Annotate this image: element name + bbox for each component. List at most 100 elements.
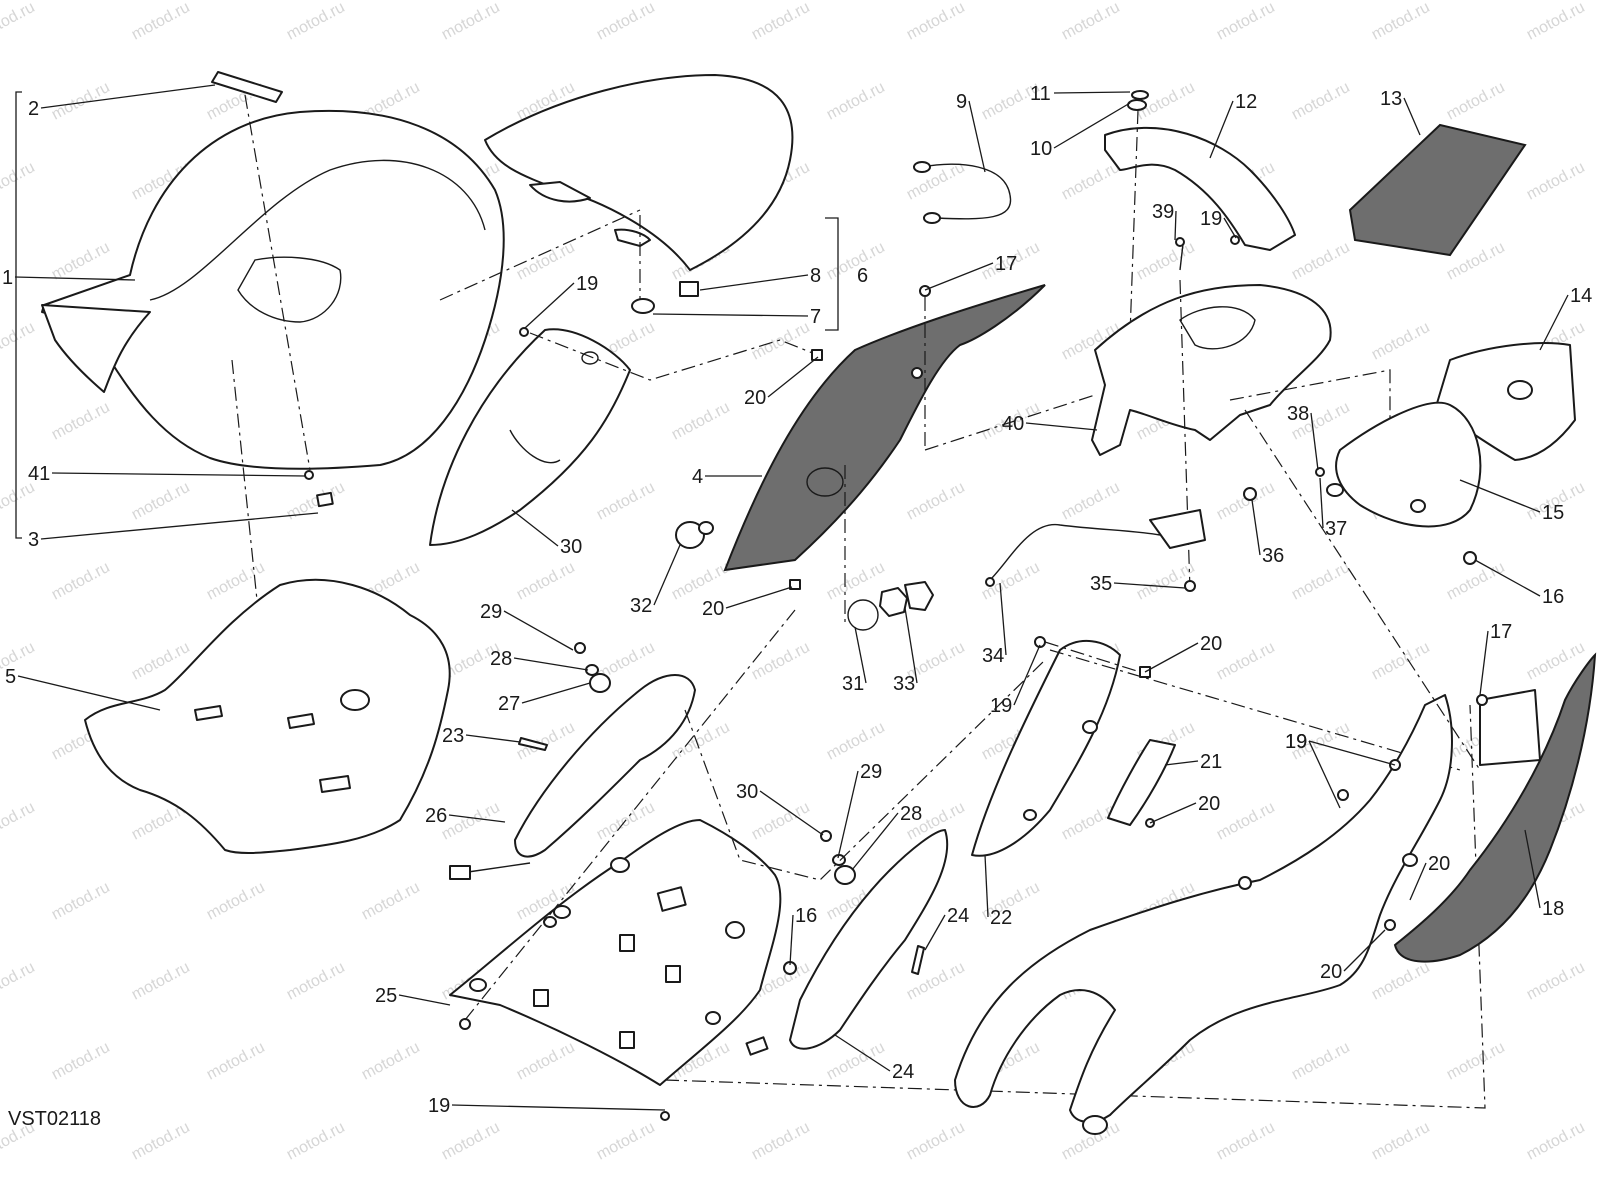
callout-leader-line: [513, 657, 589, 671]
callout-leader-line: [1319, 477, 1324, 529]
watermark-text: motod.ru: [1369, 1119, 1433, 1164]
callout-number: 34: [982, 645, 1004, 667]
callout-leader-line: [1013, 644, 1041, 706]
callout-number: 7: [810, 306, 821, 328]
watermark-text: motod.ru: [1214, 639, 1278, 684]
watermark-text: motod.ru: [824, 719, 888, 764]
callout-leader-line: [1144, 642, 1199, 673]
callout-leader-line: [521, 682, 591, 704]
callout-number: 19: [576, 273, 598, 295]
callout-leader-line: [503, 610, 574, 651]
part-grab-handle: [1104, 90, 1296, 336]
callout-number: 29: [480, 601, 502, 623]
callout-number: 16: [795, 905, 817, 927]
callout-leader-line: [1209, 100, 1234, 159]
watermark-text: motod.ru: [1369, 0, 1433, 44]
callout-leader-line: [924, 262, 994, 291]
watermark-text: motod.ru: [204, 879, 268, 924]
watermark-text: motod.ru: [1444, 559, 1508, 604]
callout-leader-line: [1403, 97, 1421, 136]
part-rider-seat: [15, 71, 505, 726]
callout-leader-line: [837, 770, 859, 859]
watermark-text: motod.ru: [514, 1039, 578, 1084]
watermark-text: motod.ru: [1524, 959, 1588, 1004]
watermark-text: motod.ru: [1289, 1039, 1353, 1084]
callout-leader-line: [1524, 829, 1541, 909]
watermark-text: motod.ru: [1059, 479, 1123, 524]
watermark-text: motod.ru: [1214, 0, 1278, 44]
watermark-text: motod.ru: [284, 0, 348, 44]
callout-leader-line: [1308, 740, 1396, 766]
callout-leader-line: [851, 812, 899, 871]
watermark-text: motod.ru: [904, 0, 968, 44]
callout-number: 13: [1380, 88, 1402, 110]
callout-number: 20: [1200, 633, 1222, 655]
watermark-text: motod.ru: [0, 959, 38, 1004]
watermark-text: motod.ru: [49, 1039, 113, 1084]
callout-number: 29: [860, 761, 882, 783]
callout-leader-line: [767, 356, 819, 398]
callout-number: 17: [1490, 621, 1512, 643]
callout-leader-line: [904, 607, 918, 684]
callout-leader-line: [14, 276, 136, 281]
watermark-text: motod.ru: [0, 479, 38, 524]
callout-number: 19: [1200, 208, 1222, 230]
watermark-text: motod.ru: [439, 1119, 503, 1164]
watermark-text: motod.ru: [824, 79, 888, 124]
callout-leader-line: [1474, 559, 1541, 597]
callout-number: 1: [2, 267, 13, 289]
callout-leader-line: [984, 854, 989, 918]
callout-leader-line: [1310, 412, 1319, 471]
watermark-text: motod.ru: [284, 1119, 348, 1164]
watermark-text: motod.ru: [824, 1039, 888, 1084]
watermark-text: motod.ru: [514, 559, 578, 604]
callout-number: 3: [28, 529, 39, 551]
callout-leader-line: [1409, 862, 1427, 901]
watermark-text: motod.ru: [1214, 479, 1278, 524]
watermark-text: motod.ru: [1289, 79, 1353, 124]
drawing-code: VST02118: [8, 1108, 101, 1130]
callout-number: 30: [736, 781, 758, 803]
callout-leader-line: [999, 582, 1007, 656]
callout-leader-line: [759, 790, 824, 836]
watermark-text: motod.ru: [1134, 239, 1198, 284]
watermark-text: motod.ru: [284, 959, 348, 1004]
part-side-panel-left: [429, 327, 826, 546]
callout-leader-line: [699, 274, 809, 291]
part-document-pouch: [1348, 123, 1527, 257]
watermark-text: motod.ru: [749, 319, 813, 364]
callout-number: 19: [428, 1095, 450, 1117]
callout-number: 28: [900, 803, 922, 825]
callout-number: 14: [1570, 285, 1592, 307]
callout-number: 27: [498, 693, 520, 715]
watermark-text: motod.ru: [594, 479, 658, 524]
watermark-text: motod.ru: [669, 559, 733, 604]
callout-leader-line: [834, 1034, 891, 1072]
watermark-text: motod.ru: [359, 1039, 423, 1084]
callout-number: 35: [1090, 573, 1112, 595]
callout-number: 33: [893, 673, 915, 695]
watermark-text: motod.ru: [49, 559, 113, 604]
callout-number: 5: [5, 666, 16, 688]
callout-number: 32: [630, 595, 652, 617]
part-electrical-plate: [449, 609, 1486, 1121]
callout-number: 15: [1542, 502, 1564, 524]
callout-number: 20: [1428, 853, 1450, 875]
callout-number: 19: [1285, 731, 1307, 753]
watermark-text: motod.ru: [1369, 959, 1433, 1004]
callout-leader-line: [465, 734, 521, 743]
watermark-text: motod.ru: [1524, 0, 1588, 44]
watermark-text: motod.ru: [1289, 239, 1353, 284]
callout-leader-line: [17, 675, 161, 711]
watermark-text: motod.ru: [824, 239, 888, 284]
watermark-text: motod.ru: [49, 879, 113, 924]
callout-leader-line: [789, 914, 794, 966]
part-undertray: [84, 578, 451, 855]
watermark-text: motod.ru: [1444, 79, 1508, 124]
callout-leaders: [14, 84, 1569, 1111]
watermark-text: motod.ru: [824, 559, 888, 604]
callout-leader-line: [968, 100, 986, 173]
callout-leader-line: [1164, 760, 1199, 766]
watermark-text: motod.ru: [904, 479, 968, 524]
